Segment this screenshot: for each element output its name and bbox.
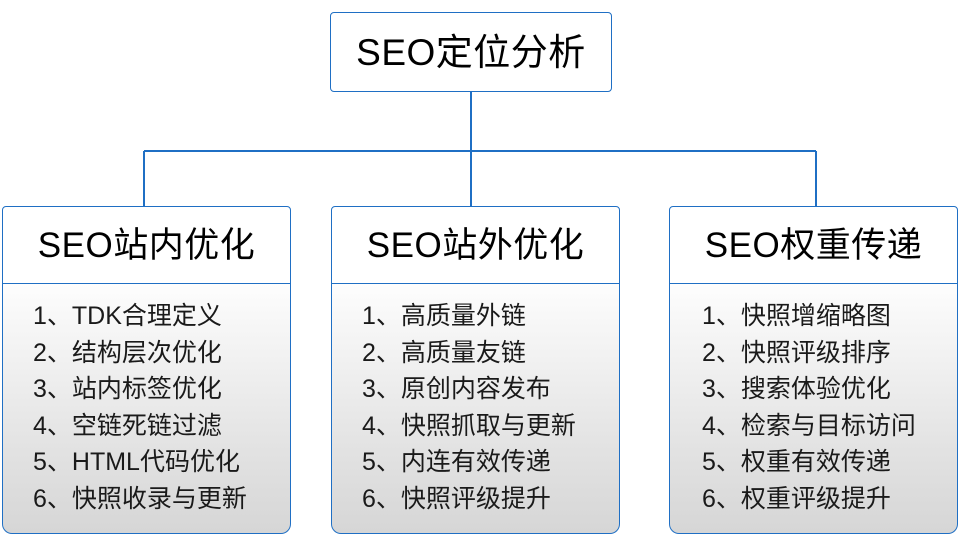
branch-item-list: 1、高质量外链 2、高质量友链 3、原创内容发布 4、快照抓取与更新 5、内连有… xyxy=(332,298,619,517)
list-item: 6、快照收录与更新 xyxy=(33,484,247,513)
branch-item-list: 1、TDK合理定义 2、结构层次优化 3、站内标签优化 4、空链死链过滤 5、H… xyxy=(3,298,290,517)
branch-header-label: SEO站内优化 xyxy=(37,225,256,265)
branch-item-list: 1、快照增缩略图 2、快照评级排序 3、搜索体验优化 4、检索与目标访问 5、权… xyxy=(670,298,957,517)
branch-card-onsite[interactable]: SEO站内优化 1、TDK合理定义 2、结构层次优化 3、站内标签优化 4、空链… xyxy=(2,206,291,534)
root-node[interactable]: SEO定位分析 xyxy=(330,12,612,92)
list-item: 4、空链死链过滤 xyxy=(33,411,222,440)
list-item: 6、权重评级提升 xyxy=(702,484,891,513)
list-item: 5、HTML代码优化 xyxy=(33,448,240,476)
list-item: 5、权重有效传递 xyxy=(702,448,891,476)
list-item: 6、快照评级提升 xyxy=(362,484,551,513)
list-item: 1、高质量外链 xyxy=(362,302,526,330)
branch-card-offsite[interactable]: SEO站外优化 1、高质量外链 2、高质量友链 3、原创内容发布 4、快照抓取与… xyxy=(331,206,620,534)
list-item: 1、快照增缩略图 xyxy=(702,302,891,330)
list-item: 5、内连有效传递 xyxy=(362,448,551,476)
branch-body-authority: 1、快照增缩略图 2、快照评级排序 3、搜索体验优化 4、检索与目标访问 5、权… xyxy=(669,284,958,534)
list-item: 2、结构层次优化 xyxy=(33,338,222,367)
branch-header-label: SEO权重传递 xyxy=(704,225,923,265)
list-item: 2、高质量友链 xyxy=(362,338,526,367)
list-item: 3、原创内容发布 xyxy=(362,375,551,403)
list-item: 3、站内标签优化 xyxy=(33,375,222,403)
list-item: 3、搜索体验优化 xyxy=(702,375,891,403)
branch-card-authority[interactable]: SEO权重传递 1、快照增缩略图 2、快照评级排序 3、搜索体验优化 4、检索与… xyxy=(669,206,958,534)
branch-header-offsite[interactable]: SEO站外优化 xyxy=(331,206,620,284)
branch-header-authority[interactable]: SEO权重传递 xyxy=(669,206,958,284)
list-item: 1、TDK合理定义 xyxy=(33,302,222,330)
branch-body-offsite: 1、高质量外链 2、高质量友链 3、原创内容发布 4、快照抓取与更新 5、内连有… xyxy=(331,284,620,534)
list-item: 2、快照评级排序 xyxy=(702,338,891,367)
root-node-label: SEO定位分析 xyxy=(356,31,586,73)
branch-header-label: SEO站外优化 xyxy=(366,225,585,265)
list-item: 4、快照抓取与更新 xyxy=(362,411,576,440)
branch-body-onsite: 1、TDK合理定义 2、结构层次优化 3、站内标签优化 4、空链死链过滤 5、H… xyxy=(2,284,291,534)
branch-header-onsite[interactable]: SEO站内优化 xyxy=(2,206,291,284)
list-item: 4、检索与目标访问 xyxy=(702,411,916,440)
